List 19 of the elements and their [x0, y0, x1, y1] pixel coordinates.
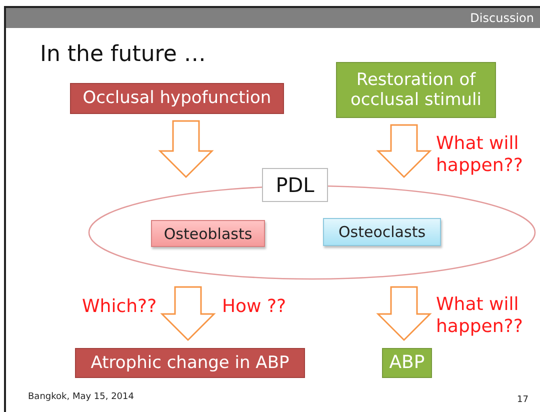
section-label: Discussion: [470, 10, 534, 26]
page-number: 17: [517, 395, 528, 405]
slide-title: In the future …: [40, 42, 206, 67]
footer-text: Bangkok, May 15, 2014: [28, 392, 134, 402]
edge-label: What will happen??: [436, 294, 524, 338]
process-box: ABP: [382, 348, 432, 378]
process-box: Atrophic change in ABP: [75, 348, 305, 378]
process-box: Occlusal hypofunction: [70, 83, 284, 114]
block-arrow: [376, 124, 432, 178]
edge-label: Which??: [82, 296, 158, 318]
block-arrow: [376, 286, 432, 342]
process-box: Osteoblasts: [151, 220, 265, 247]
process-box: Restoration of occlusal stimuli: [336, 62, 496, 118]
question-label: How ??: [222, 296, 286, 318]
block-arrow: [158, 120, 214, 178]
block-arrow: [160, 286, 216, 342]
process-box: Osteoclasts: [323, 218, 441, 246]
edge-label: What will happen??: [436, 133, 524, 176]
heading-label: PDL: [262, 168, 328, 202]
